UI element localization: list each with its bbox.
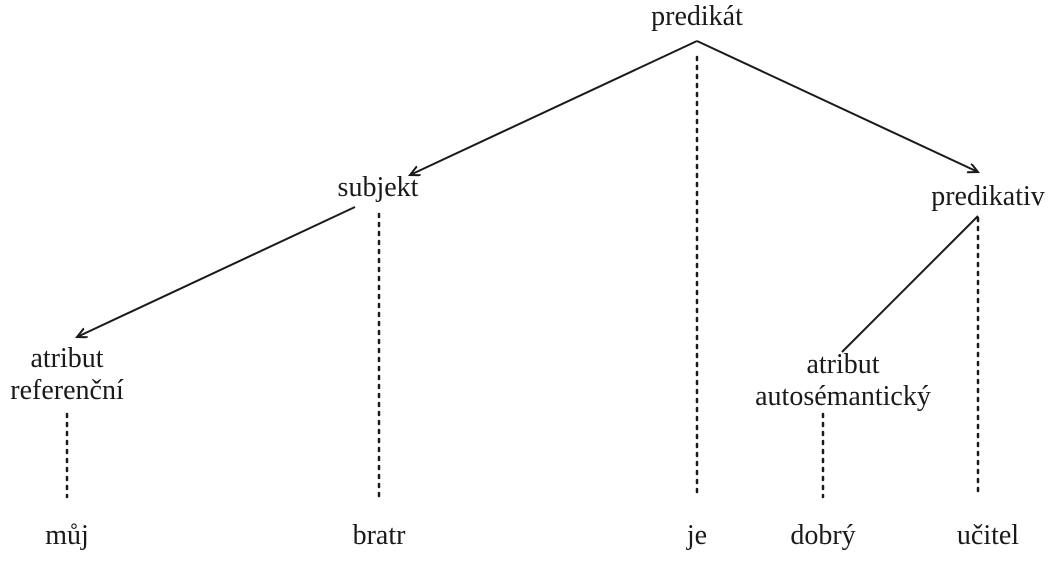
atribut-auto-line1: atribut [806,349,880,380]
word-muj: můj [45,520,89,551]
word-ucitel: učitel [956,520,1020,551]
edge-subjekt-atribut-ref [77,206,356,337]
node-atribut-referencni: atribut referenční [0,343,167,407]
node-subjekt: subjekt [337,172,419,203]
word-bratr: bratr [352,520,406,551]
node-predikativ: predikativ [931,181,1045,212]
atribut-auto-line2: autosémantický [755,381,931,412]
atribut-ref-line2: referenční [10,375,124,406]
node-predikat: predikát [651,1,743,32]
edge-predikativ-atribut-auto [841,215,979,353]
node-atribut-autosemanticky: atribut autosémantický [713,349,973,413]
edge-predikat-predikativ [696,40,978,172]
word-dobry: dobrý [790,520,856,551]
edge-predikat-subjekt [410,40,698,175]
atribut-ref-line1: atribut [30,343,104,374]
word-je: je [686,520,708,551]
